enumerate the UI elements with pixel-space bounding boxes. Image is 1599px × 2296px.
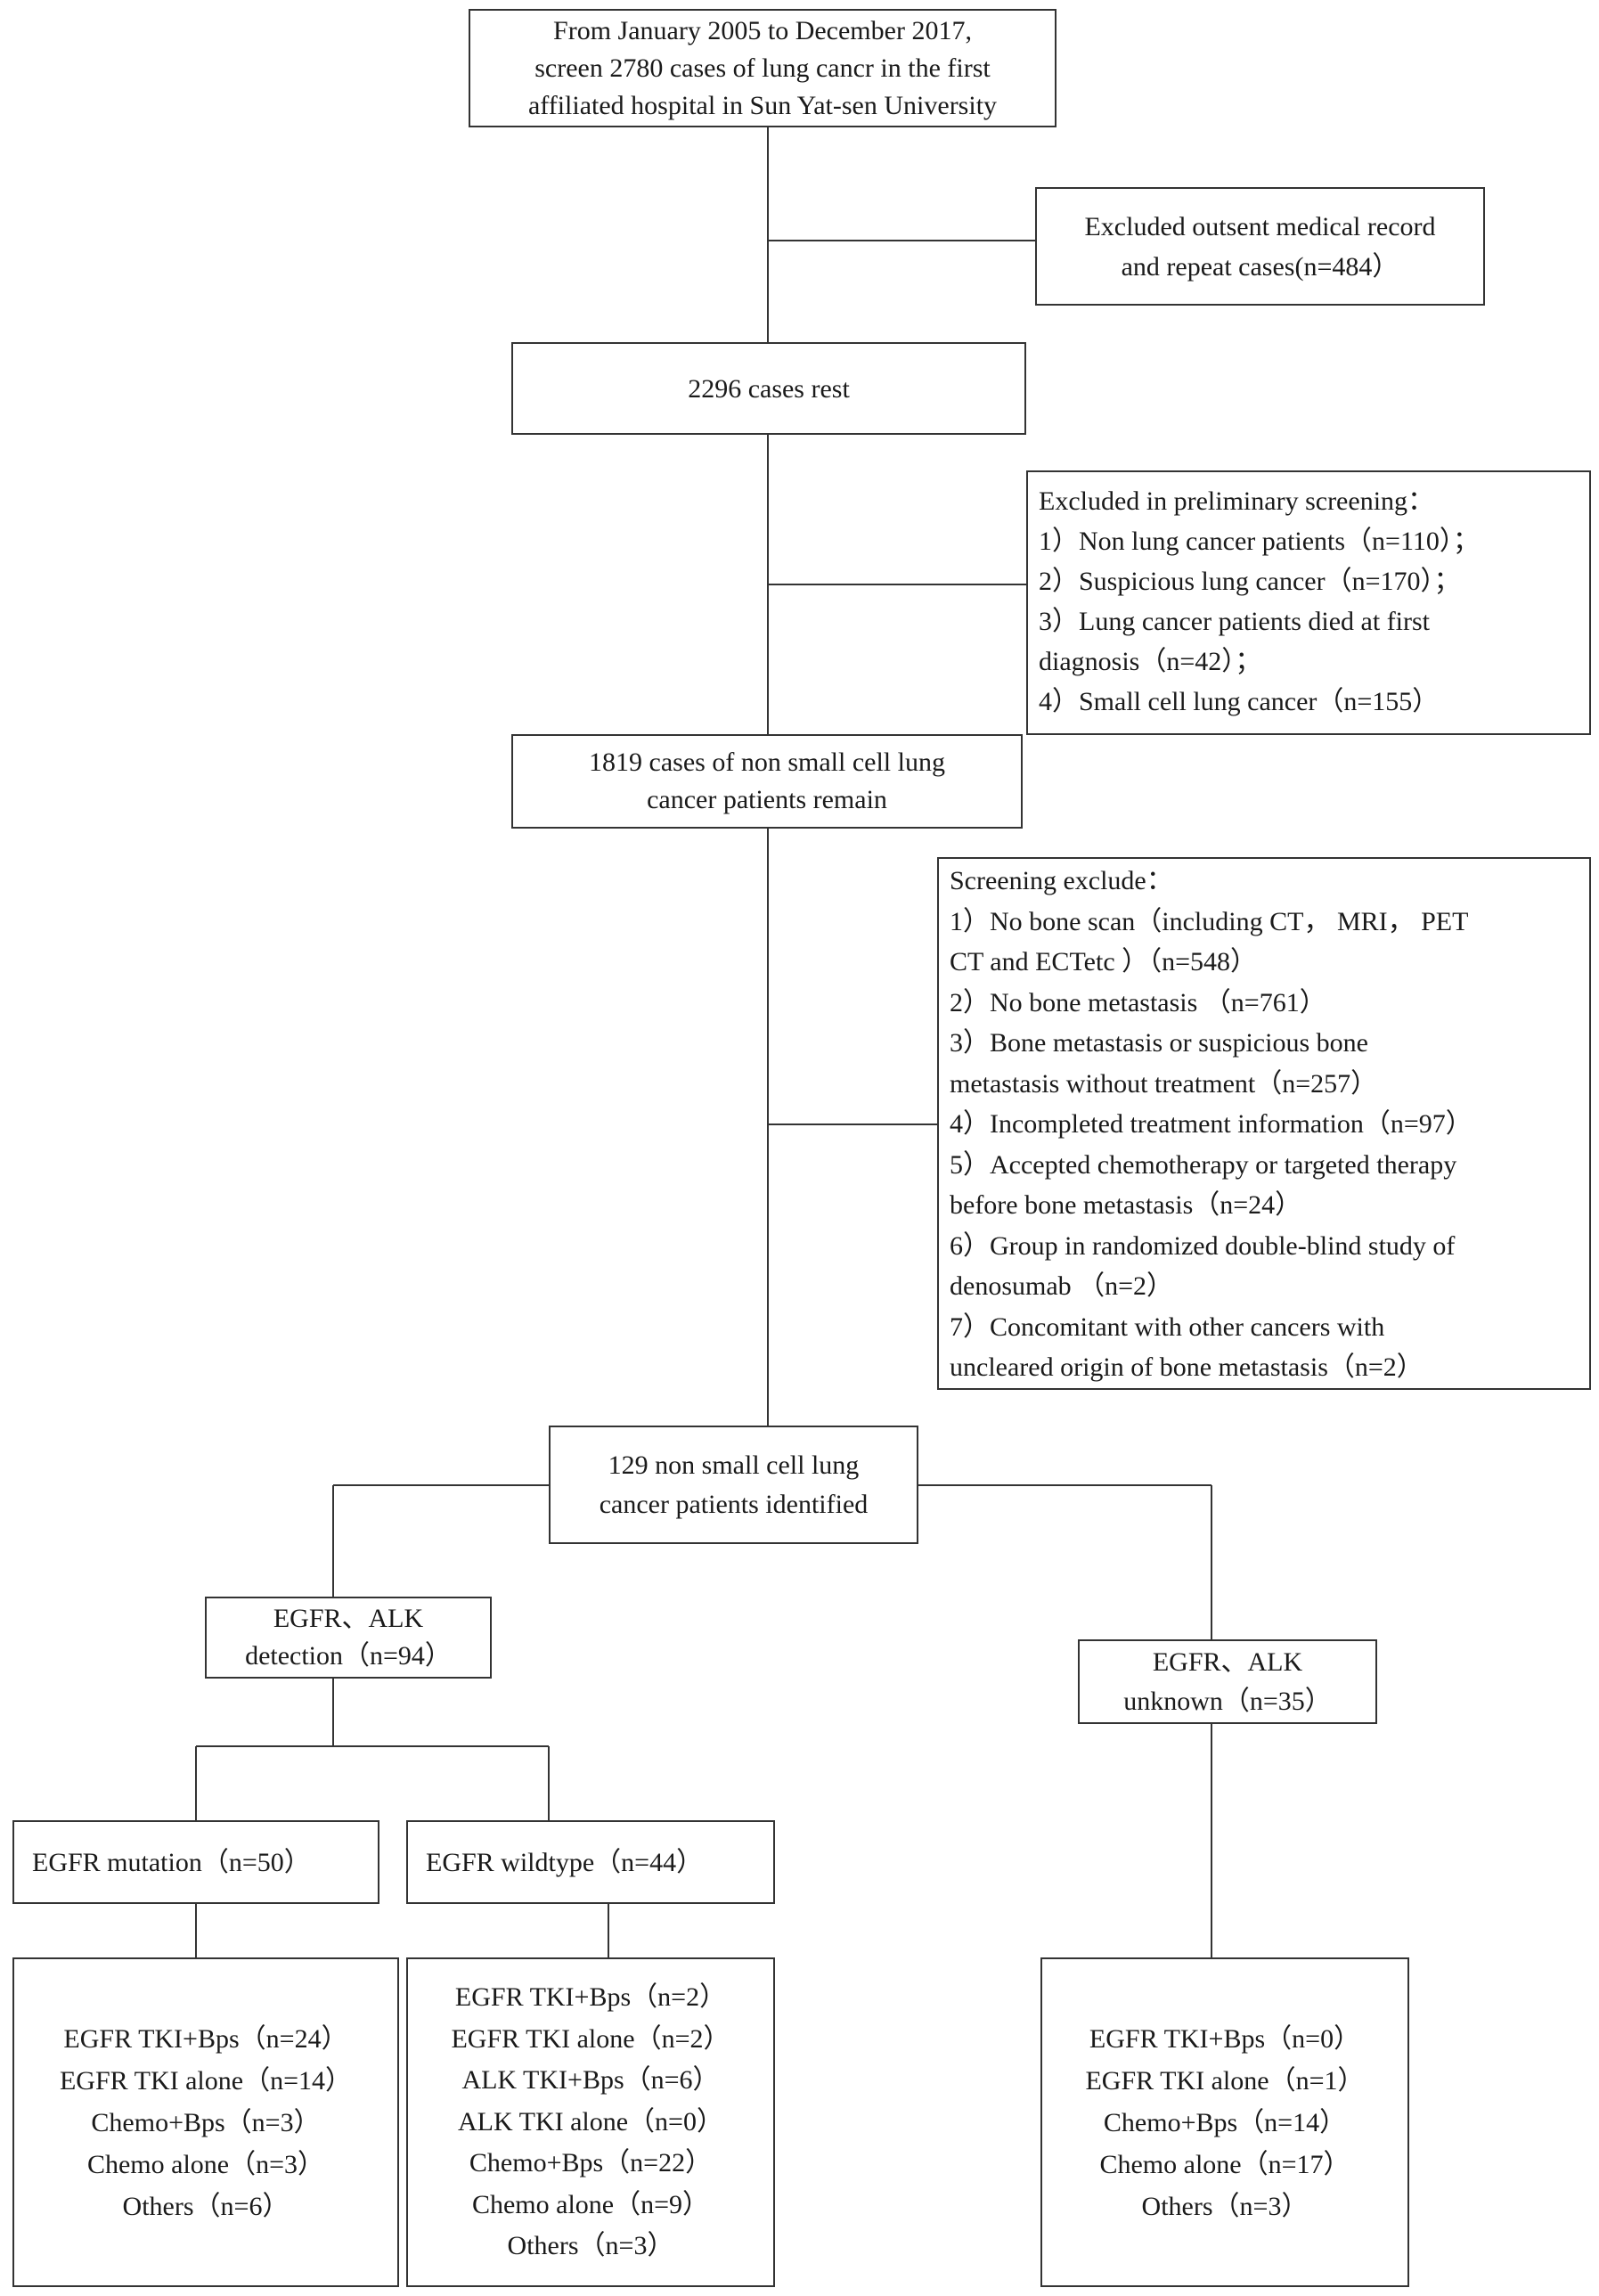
prelim-item-2: 2）Suspicious lung cancer（n=170）；	[1039, 567, 1461, 596]
detection-line-2: detection（n=94）	[245, 1641, 452, 1671]
prelim-item-3a: 3）Lung cancer patients died at first	[1039, 607, 1431, 636]
screening-item-6a: 6）Group in randomized double-blind study…	[950, 1230, 1456, 1261]
mutation-text: EGFR mutation（n=50）	[32, 1847, 311, 1877]
screening-item-6b: denosumab （n=2）	[950, 1271, 1174, 1301]
screening-item-5a: 5）Accepted chemotherapy or targeted ther…	[950, 1149, 1457, 1180]
mutation-tx-2: EGFR TKI alone（n=14）	[59, 2065, 352, 2096]
nsclc-remain-line-2: cancer patients remain	[647, 785, 887, 814]
excluded-outsent-line-1: Excluded outsent medical record	[1084, 211, 1436, 241]
wildtype-tx-2: EGFR TKI alone（n=2）	[451, 2023, 730, 2054]
mutation-tx-3: Chemo+Bps（n=3）	[91, 2107, 321, 2137]
prelim-header: Excluded in preliminary screening：	[1039, 486, 1435, 516]
screening-header: Screening exclude：	[950, 866, 1173, 895]
wildtype-box: EGFR wildtype（n=44）	[406, 1820, 775, 1904]
screening-item-7a: 7）Concomitant with other cancers with	[950, 1311, 1385, 1342]
unknown-treatment-box: EGFR TKI+Bps（n=0） EGFR TKI alone（n=1） Ch…	[1040, 1957, 1409, 2287]
excluded-outsent-box: Excluded outsent medical record and repe…	[1035, 187, 1485, 306]
screening-item-4: 4）Incompleted treatment information（n=97…	[950, 1109, 1473, 1139]
prelim-item-1: 1）Non lung cancer patients（n=110）；	[1039, 527, 1480, 556]
unknown-tx-3: Chemo+Bps（n=14）	[1103, 2107, 1347, 2137]
prelim-item-4: 4）Small cell lung cancer（n=155）	[1039, 687, 1440, 716]
screening-item-1b: CT and ECTetc ）（n=548）	[950, 947, 1258, 976]
source-line-3: affiliated hospital in Sun Yat-sen Unive…	[527, 90, 998, 120]
screening-item-1a: 1）No bone scan（including CT， MRI， PET	[950, 906, 1469, 936]
excluded-prelim-box: Excluded in preliminary screening： 1）Non…	[1026, 470, 1591, 735]
prelim-item-3b: diagnosis（n=42）；	[1039, 647, 1262, 676]
mutation-tx-5: Others（n=6）	[122, 2191, 290, 2221]
cases-rest-text: 2296 cases rest	[688, 373, 850, 404]
detection-box: EGFR、ALK detection（n=94）	[205, 1597, 492, 1679]
unknown-line-2: unknown（n=35）	[1123, 1686, 1332, 1716]
screening-exclude-box: Screening exclude： 1）No bone scan（includ…	[937, 857, 1591, 1390]
detection-line-1: EGFR、ALK	[273, 1604, 424, 1633]
screening-item-5b: before bone metastasis（n=24）	[950, 1190, 1302, 1220]
unknown-tx-4: Chemo alone（n=17）	[1099, 2149, 1350, 2179]
unknown-box: EGFR、ALK unknown（n=35）	[1078, 1639, 1377, 1724]
screening-item-2: 2）No bone metastasis （n=761）	[950, 987, 1326, 1017]
nsclc-remain-line-1: 1819 cases of non small cell lung	[589, 748, 945, 777]
screening-item-7b: uncleared origin of bone metastasis（n=2）	[950, 1352, 1424, 1382]
wildtype-treatment-box: EGFR TKI+Bps（n=2） EGFR TKI alone（n=2） AL…	[406, 1957, 775, 2287]
wildtype-tx-4: ALK TKI alone（n=0）	[458, 2106, 723, 2137]
wildtype-text: EGFR wildtype（n=44）	[426, 1847, 704, 1877]
identified-line-1: 129 non small cell lung	[608, 1450, 860, 1480]
unknown-tx-5: Others（n=3）	[1141, 2191, 1309, 2221]
source-line-1: From January 2005 to December 2017,	[553, 15, 972, 45]
unknown-tx-1: EGFR TKI+Bps（n=0）	[1089, 2023, 1361, 2054]
excluded-outsent-line-2: and repeat cases(n=484）	[1121, 251, 1399, 282]
screening-item-3a: 3）Bone metastasis or suspicious bone	[950, 1028, 1368, 1058]
wildtype-tx-3: ALK TKI+Bps（n=6）	[461, 2065, 720, 2096]
screening-item-3b: metastasis without treatment（n=257）	[950, 1068, 1378, 1099]
wildtype-tx-5: Chemo+Bps（n=22）	[469, 2148, 713, 2178]
source-line-2: screen 2780 cases of lung cancr in the f…	[534, 53, 991, 83]
wildtype-tx-7: Others（n=3）	[507, 2231, 674, 2261]
cases-rest-box: 2296 cases rest	[511, 342, 1026, 435]
wildtype-tx-6: Chemo alone（n=9）	[471, 2189, 710, 2219]
mutation-box: EGFR mutation（n=50）	[12, 1820, 379, 1904]
identified-line-2: cancer patients identified	[599, 1489, 869, 1519]
mutation-treatment-box: EGFR TKI+Bps（n=24） EGFR TKI alone（n=14） …	[12, 1957, 399, 2287]
unknown-tx-2: EGFR TKI alone（n=1）	[1085, 2065, 1365, 2096]
unknown-line-1: EGFR、ALK	[1152, 1646, 1303, 1677]
mutation-tx-1: EGFR TKI+Bps（n=24）	[63, 2023, 348, 2054]
identified-box: 129 non small cell lung cancer patients …	[549, 1426, 918, 1544]
nsclc-remain-box: 1819 cases of non small cell lung cancer…	[511, 734, 1023, 829]
wildtype-tx-1: EGFR TKI+Bps（n=2）	[454, 1982, 727, 2013]
mutation-tx-4: Chemo alone（n=3）	[86, 2149, 325, 2179]
source-box: From January 2005 to December 2017, scre…	[469, 9, 1056, 127]
